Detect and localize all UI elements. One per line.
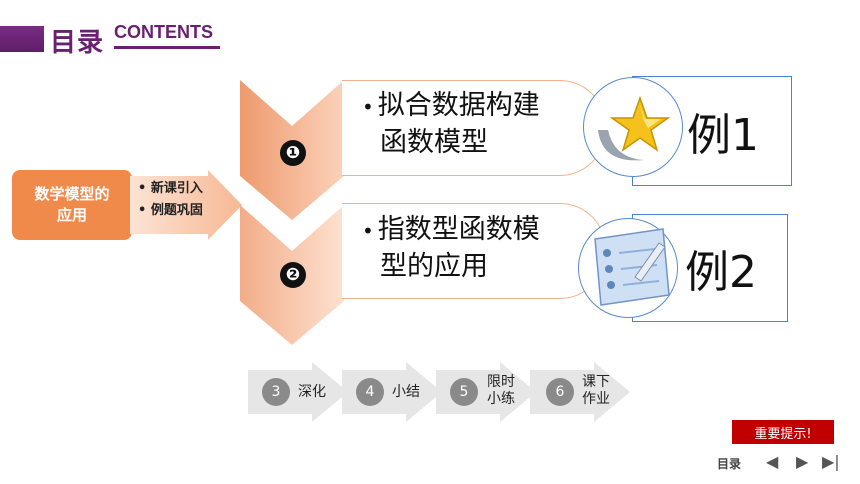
topic-label-line2: 应用	[56, 206, 87, 224]
step-5-line1: 限时	[487, 374, 515, 390]
item-2-line1: 指数型函数模	[377, 214, 540, 245]
topic-button[interactable]: 数学模型的 应用	[12, 170, 132, 240]
page-title: 目录	[50, 28, 105, 58]
step-5-label[interactable]: 限时 小练	[487, 374, 515, 408]
step-4-arrow[interactable]	[342, 362, 442, 422]
step-4-number: 4	[356, 378, 384, 406]
step-3-number: 3	[262, 378, 290, 406]
nav-last-icon[interactable]: ▶|	[822, 452, 840, 471]
header-accent-bar	[0, 26, 44, 52]
example-2-circle[interactable]	[578, 218, 678, 318]
nav-next-icon[interactable]: ▶	[796, 452, 809, 471]
nav-prev-icon[interactable]: ◀	[766, 452, 779, 471]
topic-label-line1: 数学模型的	[34, 185, 110, 203]
step-6-arrow[interactable]	[530, 362, 630, 422]
star-icon	[598, 95, 671, 161]
important-notice-button[interactable]: 重要提示!	[732, 420, 834, 444]
step-6-line1: 课下	[582, 374, 610, 390]
step-4-label[interactable]: 小结	[392, 384, 420, 400]
step-6-number: 6	[546, 378, 574, 406]
step-6-line2: 作业	[582, 391, 610, 407]
item-1-line1: 拟合数据构建	[377, 90, 540, 121]
item-1-line2: 函数模型	[380, 126, 488, 158]
step-5-number: 5	[450, 378, 478, 406]
item-1-box[interactable]	[342, 80, 606, 176]
example-1-circle[interactable]	[583, 77, 683, 177]
nav-toc-link[interactable]: 目录	[717, 457, 742, 471]
example-2-label: 例2	[685, 247, 757, 298]
item-1-text: •拟合数据构建 函数模型	[362, 88, 540, 161]
example-1-button[interactable]: 例1	[632, 76, 792, 186]
item-2-line2: 型的应用	[380, 250, 488, 282]
step-3-label[interactable]: 深化	[298, 384, 326, 400]
step-5-line2: 小练	[487, 391, 515, 407]
item-2-text: •指数型函数模 型的应用	[362, 212, 540, 285]
header-underline	[114, 46, 220, 49]
step-3-arrow[interactable]	[248, 362, 348, 422]
topic-subitems: • 新课引入 • 例题巩固	[138, 178, 203, 222]
item-2-box[interactable]	[342, 203, 606, 299]
subitem-examples[interactable]: • 例题巩固	[138, 203, 203, 218]
item-2-number: ❷	[280, 262, 306, 288]
step-6-label[interactable]: 课下 作业	[582, 374, 610, 408]
step-5-arrow[interactable]	[436, 362, 536, 422]
subitem-new-lesson[interactable]: • 新课引入	[138, 181, 203, 196]
topic-arrow	[130, 170, 242, 240]
item-1-number: ❶	[280, 140, 306, 166]
example-1-label: 例1	[687, 110, 759, 161]
notepad-icon	[594, 228, 670, 306]
page-subtitle: CONTENTS	[114, 22, 213, 42]
